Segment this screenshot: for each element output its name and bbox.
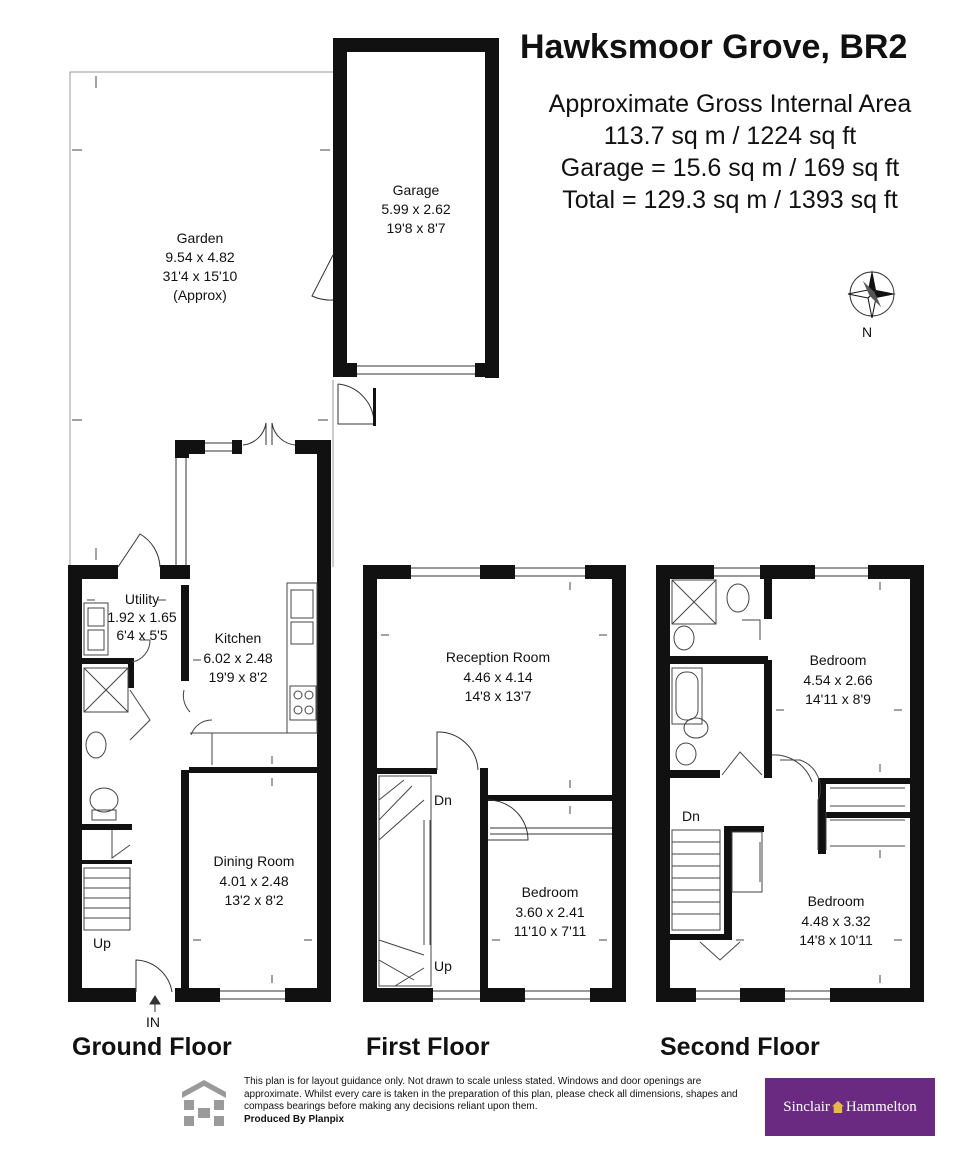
second-dimension-ticks <box>736 582 902 983</box>
garage-imperial: 19'8 x 8'7 <box>386 220 445 236</box>
utility-name: Utility <box>125 591 159 607</box>
first-bedroom-metric: 3.60 x 2.41 <box>515 904 584 920</box>
garage-name: Garage <box>393 182 440 198</box>
disclaimer: This plan is for layout guidance only. N… <box>244 1076 754 1126</box>
dining-metric: 4.01 x 2.48 <box>219 873 288 889</box>
kitchen-bay-window <box>175 422 296 565</box>
garden-dimension-ticks <box>72 76 330 560</box>
dining-imperial: 13'2 x 8'2 <box>224 892 283 908</box>
second-bedroom-bottom-metric: 4.48 x 3.32 <box>801 913 870 929</box>
utility-door <box>117 533 161 568</box>
disclaimer-text: This plan is for layout guidance only. N… <box>244 1076 738 1112</box>
first-bedroom-imperial: 11'10 x 7'11 <box>514 923 587 939</box>
first-floor-doors <box>436 731 612 841</box>
ground-stairs <box>83 830 131 931</box>
second-bedroom-bottom-name: Bedroom <box>808 893 865 909</box>
garden-metric: 9.54 x 4.82 <box>165 249 234 265</box>
dining-name: Dining Room <box>214 853 295 869</box>
second-floor-fixtures <box>671 579 905 893</box>
compass-rose-icon <box>847 270 896 319</box>
second-floor-windows <box>696 567 868 1000</box>
first-floor-stairs <box>378 775 432 987</box>
agent-logo-left: Sinclair <box>783 1098 830 1115</box>
agent-logo: Sinclair Hammelton <box>765 1078 935 1136</box>
second-bedroom-top-name: Bedroom <box>810 652 867 668</box>
garden-outline <box>69 71 334 567</box>
second-bedroom-bottom-imperial: 14'8 x 10'11 <box>799 932 873 948</box>
second-stairs-dn-label: Dn <box>682 808 700 824</box>
entrance-label: IN <box>146 1014 160 1030</box>
ground-stairs-up-label: Up <box>93 935 111 951</box>
kitchen-units <box>190 582 318 765</box>
utility-metric: 1.92 x 1.65 <box>107 609 176 625</box>
ground-dimension-ticks <box>87 599 312 983</box>
entrance-door <box>135 959 173 1012</box>
reception-name: Reception Room <box>446 649 550 665</box>
area-summary: Approximate Gross Internal Area 113.7 sq… <box>500 88 960 216</box>
page-title: Hawksmoor Grove, BR2 <box>520 28 908 66</box>
garage-side-door-walls <box>373 388 376 426</box>
utility-fixtures <box>83 602 151 663</box>
garden-name: Garden <box>177 230 224 246</box>
garden-imperial: 31'4 x 15'10 <box>163 268 238 284</box>
utility-imperial: 6'4 x 5'5 <box>116 627 167 643</box>
second-floor-walls <box>656 565 924 1002</box>
compass-north-label: N <box>862 324 872 340</box>
area-garage: Garage = 15.6 sq m / 169 sq ft <box>560 154 900 182</box>
first-floor-walls <box>363 565 626 1002</box>
kitchen-metric: 6.02 x 2.48 <box>203 650 272 666</box>
area-heading: Approximate Gross Internal Area <box>548 90 912 118</box>
first-dimension-ticks <box>381 582 607 941</box>
first-stairs-dn-label: Dn <box>434 792 452 808</box>
first-bedroom-name: Bedroom <box>522 884 579 900</box>
planpix-logo-icon <box>182 1080 226 1126</box>
area-total: Total = 129.3 sq m / 1393 sq ft <box>562 186 898 214</box>
second-bedroom-top-imperial: 14'11 x 8'9 <box>805 691 871 707</box>
dining-window <box>220 990 285 1000</box>
reception-metric: 4.46 x 4.14 <box>463 669 532 685</box>
kitchen-imperial: 19'9 x 8'2 <box>208 669 267 685</box>
second-floor-stairs <box>671 829 741 961</box>
agent-logo-right: Hammelton <box>845 1098 917 1115</box>
kitchen-name: Kitchen <box>215 630 262 646</box>
ground-floor-walls <box>68 440 331 1002</box>
produced-by: Produced By Planpix <box>244 1113 345 1125</box>
first-floor-windows <box>411 567 590 1000</box>
garden-note: (Approx) <box>173 287 227 303</box>
ground-floor-title: Ground Floor <box>72 1033 232 1061</box>
reception-imperial: 14'8 x 13'7 <box>465 688 532 704</box>
first-stairs-up-label: Up <box>434 958 452 974</box>
garage-metric: 5.99 x 2.62 <box>381 201 450 217</box>
garage-walls <box>333 38 499 378</box>
area-main: 113.7 sq m / 1224 sq ft <box>603 122 857 150</box>
house-icon <box>831 1101 844 1113</box>
second-bedroom-top-metric: 4.54 x 2.66 <box>803 672 872 688</box>
second-floor-title: Second Floor <box>660 1033 820 1061</box>
first-floor-title: First Floor <box>366 1033 490 1061</box>
ground-shower-wc <box>83 667 191 821</box>
